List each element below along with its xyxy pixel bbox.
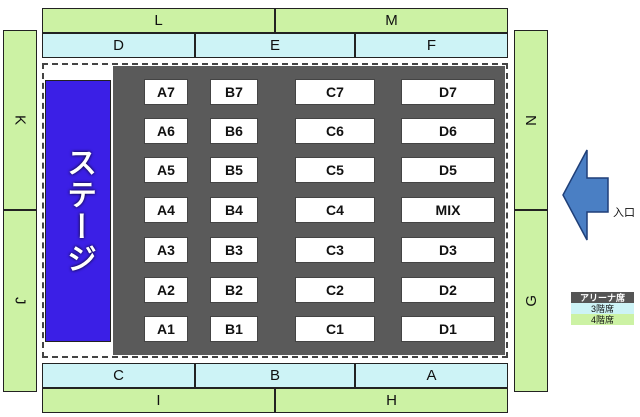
- seat-block-label: D6: [439, 123, 457, 139]
- seat-block-label: A6: [157, 123, 175, 139]
- seat-block-c6: C6: [295, 118, 375, 144]
- seat-block-label: C7: [326, 84, 344, 100]
- seat-block-d5: D5: [401, 157, 495, 183]
- seat-block-a4: A4: [144, 197, 188, 223]
- legend-floor4: 4階席: [571, 314, 634, 325]
- seat-block-b1: B1: [210, 316, 258, 342]
- seat-block-c4: C4: [295, 197, 375, 223]
- seat-block-label: D5: [439, 162, 457, 178]
- seat-block-a3: A3: [144, 237, 188, 263]
- mix-booth-label: MIX: [435, 202, 461, 218]
- seat-block-label: D7: [439, 84, 457, 100]
- seat-block-d6: D6: [401, 118, 495, 144]
- block-l-label: L: [154, 12, 163, 29]
- block-k: K: [3, 30, 37, 210]
- seat-block-label: A2: [157, 282, 175, 298]
- stage-label: ステージ: [62, 147, 95, 275]
- block-b: B: [195, 363, 355, 388]
- seat-block-label: B1: [225, 321, 243, 337]
- entrance-label: 入口: [613, 207, 635, 219]
- seat-block-label: A1: [157, 321, 175, 337]
- block-m: M: [275, 8, 508, 33]
- block-l: L: [42, 8, 275, 33]
- seat-block-label: A7: [157, 84, 175, 100]
- seat-block-label: C2: [326, 282, 344, 298]
- seat-block-label: D3: [439, 242, 457, 258]
- seat-block-c2: C2: [295, 277, 375, 303]
- seat-block-b4: B4: [210, 197, 258, 223]
- seat-block-c5: C5: [295, 157, 375, 183]
- seat-block-label: A3: [157, 242, 175, 258]
- seat-block-label: C5: [326, 162, 344, 178]
- stage: ステージ: [45, 80, 111, 342]
- seat-block-a5: A5: [144, 157, 188, 183]
- block-f: F: [355, 33, 508, 58]
- seat-block-d1: D1: [401, 316, 495, 342]
- seat-block-label: C1: [326, 321, 344, 337]
- seat-block-c1: C1: [295, 316, 375, 342]
- block-i-label: I: [156, 392, 161, 409]
- seat-block-d7: D7: [401, 79, 495, 105]
- block-g: G: [514, 210, 548, 392]
- seat-block-label: B5: [225, 162, 243, 178]
- seat-block-label: B4: [225, 202, 243, 218]
- block-c: C: [42, 363, 195, 388]
- block-f-label: F: [426, 37, 437, 54]
- seat-block-a6: A6: [144, 118, 188, 144]
- block-i: I: [42, 388, 275, 413]
- seat-block-a2: A2: [144, 277, 188, 303]
- block-d-label: D: [113, 37, 124, 54]
- seat-block-label: D2: [439, 282, 457, 298]
- block-e-label: E: [269, 37, 280, 54]
- seat-block-b3: B3: [210, 237, 258, 263]
- block-e: E: [195, 33, 355, 58]
- arena-outline: [42, 63, 508, 358]
- block-n-label: N: [522, 114, 540, 126]
- block-j: J: [3, 210, 37, 392]
- block-h: H: [275, 388, 508, 413]
- seat-block-c3: C3: [295, 237, 375, 263]
- seat-block-label: D1: [439, 321, 457, 337]
- legend-arena: アリーナ席: [571, 292, 634, 303]
- block-d: D: [42, 33, 195, 58]
- legend-floor3: 3階席: [571, 303, 634, 314]
- block-a-label: A: [426, 367, 437, 384]
- block-b-label: B: [269, 367, 280, 384]
- seat-block-label: A4: [157, 202, 175, 218]
- block-g-label: G: [522, 295, 540, 307]
- seat-block-label: B7: [225, 84, 243, 100]
- block-k-label: K: [11, 114, 29, 125]
- seat-block-d3: D3: [401, 237, 495, 263]
- seat-block-c7: C7: [295, 79, 375, 105]
- seat-block-label: B2: [225, 282, 243, 298]
- seat-block-a1: A1: [144, 316, 188, 342]
- seat-block-label: C3: [326, 242, 344, 258]
- entrance-arrow-icon: [562, 149, 609, 241]
- block-j-label: J: [11, 297, 29, 305]
- block-h-label: H: [386, 392, 397, 409]
- block-m-label: M: [385, 12, 398, 29]
- seat-block-a7: A7: [144, 79, 188, 105]
- seat-block-label: B6: [225, 123, 243, 139]
- seat-block-b2: B2: [210, 277, 258, 303]
- seat-block-label: A5: [157, 162, 175, 178]
- seat-block-b6: B6: [210, 118, 258, 144]
- seat-block-label: C6: [326, 123, 344, 139]
- seat-block-b7: B7: [210, 79, 258, 105]
- seat-block-label: B3: [225, 242, 243, 258]
- block-n: N: [514, 30, 548, 210]
- seat-block-label: C4: [326, 202, 344, 218]
- mix-booth: MIX: [401, 197, 495, 223]
- block-c-label: C: [113, 367, 124, 384]
- block-a: A: [355, 363, 508, 388]
- seat-block-b5: B5: [210, 157, 258, 183]
- seat-block-d2: D2: [401, 277, 495, 303]
